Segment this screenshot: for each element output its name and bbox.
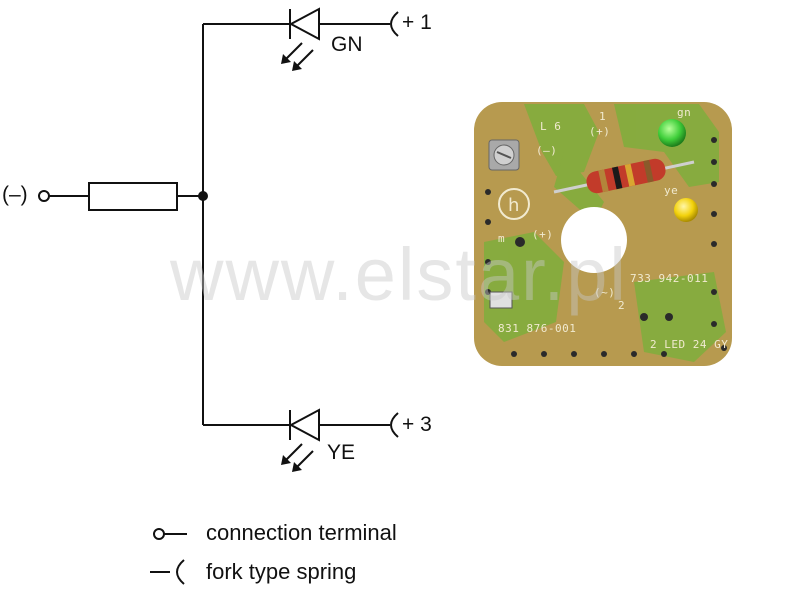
silk-2led: 2 LED 24 GY [650, 338, 729, 351]
silk-2: 2 [618, 299, 626, 312]
pcb-resistor [586, 158, 666, 194]
terminal-plus3-label: + 3 [402, 413, 432, 436]
resistor-symbol [88, 182, 178, 211]
legend-fork-spring-symbol [150, 559, 185, 585]
pcb-photo: h L 6 1 (+) (–) gn ye m (+) 733 942-011 … [464, 92, 754, 377]
silk-831: 831 876-001 [498, 322, 577, 335]
fork-spring-symbol-bottom [390, 412, 399, 438]
silk-tilde: (~) [594, 286, 616, 299]
pcb-center-hole [561, 207, 627, 273]
silk-minus-paren: (–) [536, 144, 558, 157]
silk-ye: ye [664, 184, 679, 197]
legend-fork-type-spring: fork type spring [206, 559, 357, 584]
terminal-minus-label: (–) [2, 183, 28, 206]
terminal-plus1-label: + 1 [402, 11, 432, 34]
led-green-symbol [281, 7, 320, 71]
junction-dot [198, 191, 208, 201]
led-ye-label: YE [327, 441, 356, 464]
silk-1: 1 [599, 110, 607, 123]
led-gn-label: GN [331, 33, 363, 56]
silk-733: 733 942-011 [630, 272, 709, 285]
silk-gn: gn [677, 106, 692, 119]
silk-plus-paren: (+) [589, 125, 611, 138]
pcb-led-yellow [674, 198, 698, 222]
legend-connection-terminal: connection terminal [206, 520, 397, 545]
pcb-holes [485, 137, 727, 357]
legend-terminal-symbol [153, 528, 187, 540]
connection-terminal-symbol [38, 190, 50, 202]
fork-spring-symbol-top [390, 11, 399, 37]
silk-plus-paren-2: (+) [532, 228, 554, 241]
svg-text:h: h [508, 195, 519, 216]
silk-m: m [498, 232, 506, 245]
pcb-traces [484, 104, 726, 362]
silk-l6: L 6 [540, 120, 562, 133]
pcb-logo [498, 188, 530, 220]
led-yellow-symbol [281, 408, 320, 472]
pcb-led-green [658, 119, 686, 147]
